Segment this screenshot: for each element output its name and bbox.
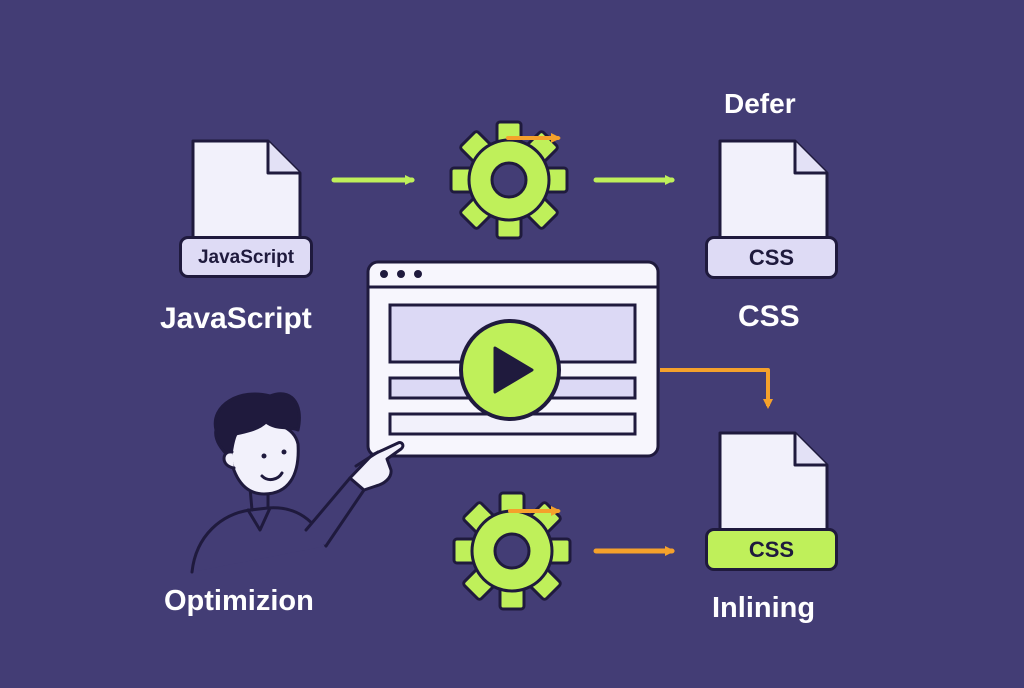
gear-icon [452,491,572,611]
css-defer-file-icon [718,139,829,264]
window-dot [397,270,405,278]
javascript-file-tag: JavaScript [179,236,313,278]
person-pointing-icon [190,392,405,574]
window-dot [380,270,388,278]
label-javascript: JavaScript [160,302,312,335]
play-icon[interactable] [459,319,561,421]
label-optimization: Optimizion [164,585,314,617]
label-inlining: Inlining [712,592,816,624]
css-inline-file-icon [718,431,829,554]
css-inline-file-tag: CSS [705,528,838,571]
arrow-window-to-inline [660,368,773,409]
label-css: CSS [738,300,800,333]
gear-icon [449,120,569,240]
css-defer-file-tag: CSS [705,236,838,279]
window-dot [414,270,422,278]
label-defer: Defer [724,88,796,119]
